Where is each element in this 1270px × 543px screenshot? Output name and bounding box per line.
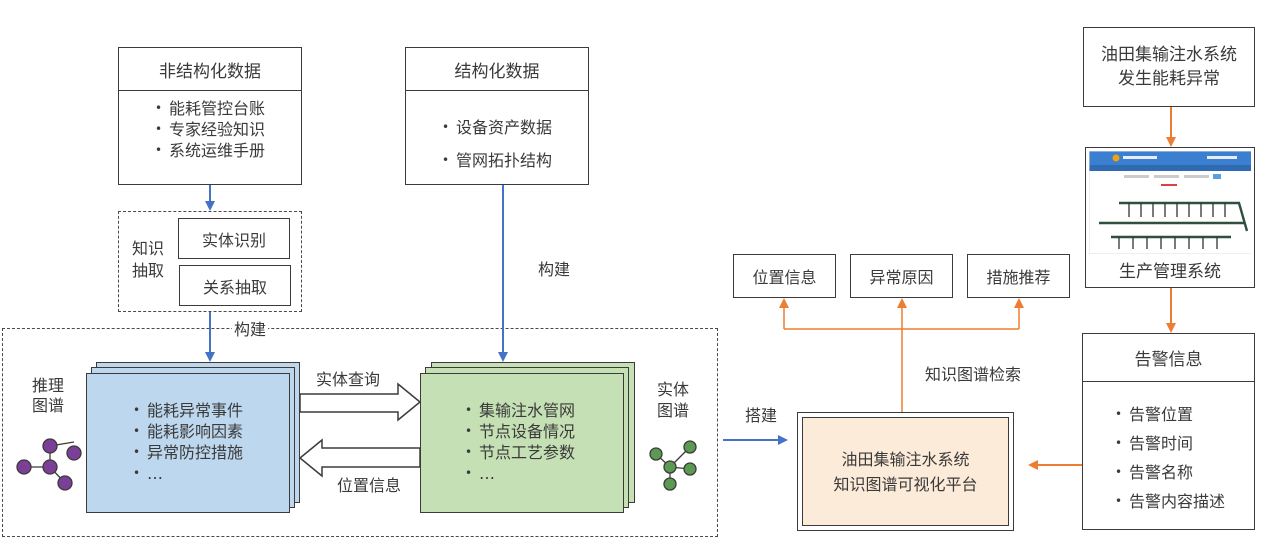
unstructured-data-title: 非结构化数据 (119, 48, 301, 91)
list-item: 系统运维手册 (155, 140, 265, 161)
list-item: 异常防控措施 (133, 442, 243, 463)
entity-graph-label-line1: 实体 (657, 380, 690, 399)
reasoning-graph-label-line2: 图谱 (32, 396, 65, 415)
anomaly-line1: 油田集输注水系统 (1101, 45, 1237, 65)
unstructured-data-box: 非结构化数据 能耗管控台账 专家经验知识 系统运维手册 (118, 47, 302, 185)
alarm-info-box: 告警信息 告警位置 告警时间 告警名称 告警内容描述 (1082, 333, 1255, 530)
kg-search-label: 知识图谱检索 (925, 365, 1022, 384)
structured-data-title: 结构化数据 (406, 48, 588, 91)
unstructured-data-list: 能耗管控台账 专家经验知识 系统运维手册 (119, 98, 301, 161)
deploy-label: 搭建 (745, 406, 778, 425)
output-measure-recommendation: 措施推荐 (967, 254, 1070, 298)
production-system-label: 生产管理系统 (1119, 262, 1221, 282)
screenshot-thumbnail (1089, 151, 1251, 254)
output-location-info: 位置信息 (733, 254, 836, 298)
list-item: 能耗异常事件 (133, 400, 243, 421)
entity-query-arrow (299, 382, 422, 422)
list-item: … (465, 463, 495, 484)
alarm-info-list: 告警位置 告警时间 告警名称 告警内容描述 (1115, 400, 1254, 516)
reasoning-graph-icon (16, 438, 82, 491)
build-label-right: 构建 (538, 260, 571, 279)
location-info-arrow (298, 438, 421, 478)
platform-title-line1: 油田集输注水系统 (841, 449, 970, 469)
list-item: 告警时间 (1115, 429, 1193, 458)
list-item: 专家经验知识 (155, 119, 265, 140)
energy-anomaly-box: 油田集输注水系统 发生能耗异常 (1083, 27, 1255, 107)
relation-extraction-box: 关系抽取 (179, 265, 291, 306)
location-info-label: 位置信息 (337, 476, 402, 495)
structured-data-list: 设备资产数据 管网拓扑结构 (406, 111, 588, 177)
list-item: 集输注水管网 (465, 400, 575, 421)
list-item: 告警位置 (1115, 400, 1193, 429)
entity-graph-label-line2: 图谱 (657, 401, 690, 420)
build-label-top: 构建 (232, 320, 269, 340)
platform-inner: 油田集输注水系统 知识图谱可视化平台 (802, 417, 1009, 526)
structured-data-box: 结构化数据 设备资产数据 管网拓扑结构 (405, 47, 589, 185)
list-item: 节点工艺参数 (465, 442, 575, 463)
list-item: 管网拓扑结构 (442, 144, 552, 177)
reasoning-graph-label-line1: 推理 (32, 376, 65, 395)
list-item: … (133, 463, 163, 484)
platform-title-line2: 知识图谱可视化平台 (833, 474, 978, 494)
alarm-info-title: 告警信息 (1083, 334, 1254, 382)
list-item: 能耗影响因素 (133, 421, 243, 442)
entity-graph-icon (649, 440, 697, 491)
entity-graph-card: 集输注水管网 节点设备情况 节点工艺参数 … (420, 373, 624, 513)
list-item: 设备资产数据 (442, 111, 552, 144)
list-item: 告警名称 (1115, 458, 1193, 487)
reasoning-graph-card: 能耗异常事件 能耗影响因素 异常防控措施 … (86, 373, 290, 513)
entity-query-label: 实体查询 (316, 370, 381, 389)
list-item: 告警内容描述 (1115, 487, 1225, 516)
production-system-screenshot (1089, 151, 1251, 254)
knowledge-extraction-group (118, 211, 302, 312)
knowledge-graph-region (2, 328, 718, 537)
output-anomaly-cause: 异常原因 (850, 254, 953, 298)
list-item: 能耗管控台账 (155, 98, 265, 119)
list-item: 节点设备情况 (465, 421, 575, 442)
production-management-system-box: 生产管理系统 (1085, 147, 1255, 288)
extraction-label-line2: 抽取 (132, 261, 165, 280)
entity-recognition-box: 实体识别 (178, 218, 290, 259)
kg-visualization-platform: 油田集输注水系统 知识图谱可视化平台 (797, 412, 1014, 531)
anomaly-line2: 发生能耗异常 (1118, 69, 1220, 89)
extraction-label-line1: 知识 (132, 239, 165, 258)
